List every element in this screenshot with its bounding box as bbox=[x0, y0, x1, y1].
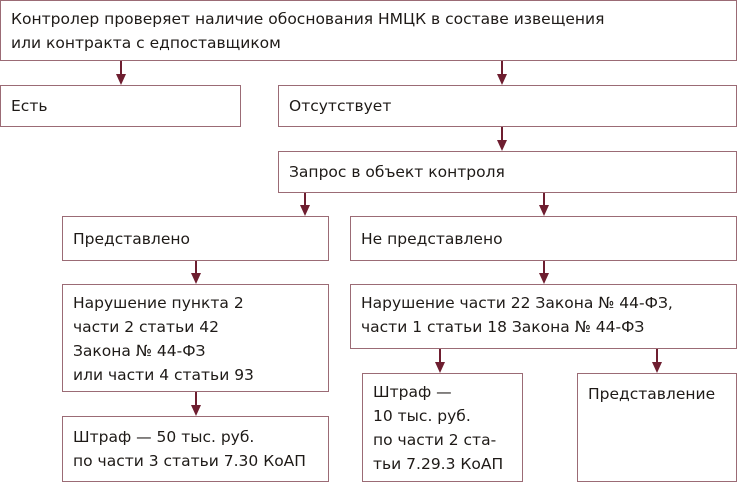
node-request: Запрос в объект контроля bbox=[278, 151, 737, 193]
node-text-line: тьи 7.29.3 КоАП bbox=[373, 455, 504, 473]
node-text-line: Не представлено bbox=[361, 230, 503, 248]
node-text-line: Контролер проверяет наличие обоснования … bbox=[11, 10, 605, 28]
node-text-line: Нарушение части 22 Закона № 44-ФЗ, bbox=[361, 294, 673, 312]
node-text-line: 10 тыс. руб. bbox=[373, 407, 471, 425]
node-text-line: части 1 статьи 18 Закона № 44-ФЗ bbox=[361, 318, 645, 336]
node-text-line: Представление bbox=[588, 385, 716, 403]
node-text-line: или части 4 статьи 93 bbox=[73, 366, 254, 384]
node-text-line: Нарушение пункта 2 bbox=[73, 294, 244, 312]
node-text-line: Штраф — bbox=[373, 383, 452, 401]
node-violation-22: Нарушение части 22 Закона № 44-ФЗ, части… bbox=[350, 284, 737, 349]
node-text-line: Есть bbox=[11, 97, 48, 115]
node-start: Контролер проверяет наличие обоснования … bbox=[0, 0, 737, 61]
node-absent: Отсутствует bbox=[278, 85, 737, 127]
node-text-line: части 2 статьи 42 bbox=[73, 318, 219, 336]
node-text-line: по части 3 статьи 7.30 КоАП bbox=[73, 452, 306, 470]
node-text-line: или контракта с едпоставщиком bbox=[11, 34, 281, 52]
node-submission: Представление bbox=[577, 373, 737, 482]
node-exists: Есть bbox=[0, 85, 241, 127]
node-text-line: Отсутствует bbox=[289, 97, 392, 115]
node-violation-42: Нарушение пункта 2 части 2 статьи 42 Зак… bbox=[62, 284, 329, 392]
node-provided: Представлено bbox=[62, 216, 329, 261]
node-text-line: Представлено bbox=[73, 230, 190, 248]
node-text-line: по части 2 ста- bbox=[373, 431, 497, 449]
node-not-provided: Не представлено bbox=[350, 216, 737, 261]
node-fine-10: Штраф — 10 тыс. руб. по части 2 ста- тьи… bbox=[362, 373, 523, 482]
node-text-line: Запрос в объект контроля bbox=[289, 163, 505, 181]
node-fine-50: Штраф — 50 тыс. руб. по части 3 статьи 7… bbox=[62, 416, 329, 482]
node-text-line: Закона № 44-ФЗ bbox=[73, 342, 206, 360]
node-text-line: Штраф — 50 тыс. руб. bbox=[73, 428, 255, 446]
